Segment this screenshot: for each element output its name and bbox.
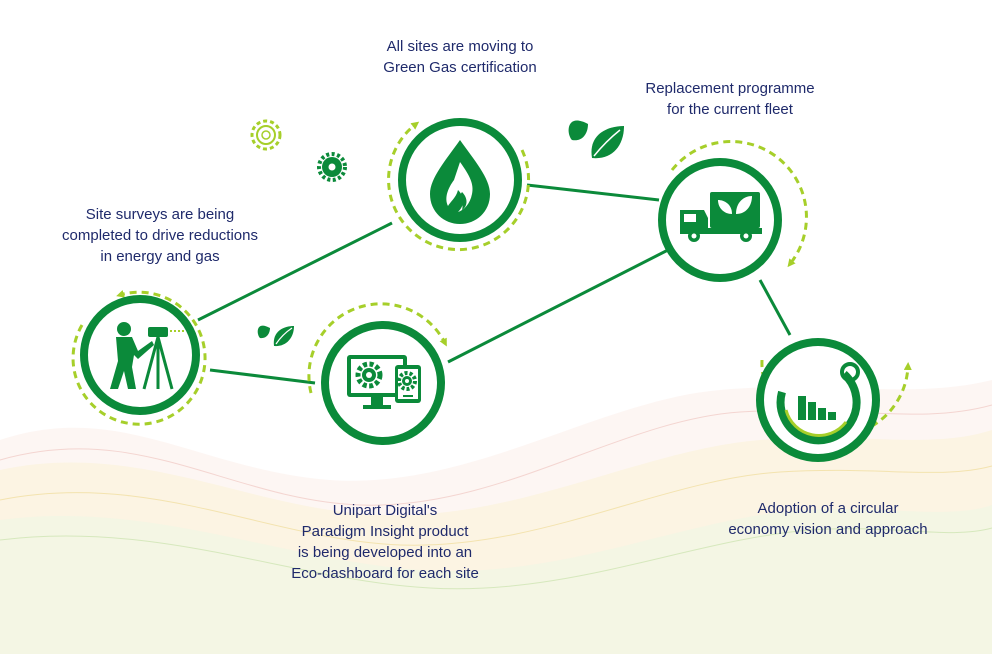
node-fleet: [658, 140, 808, 282]
caption-green-gas: All sites are moving to Green Gas certif…: [383, 38, 537, 76]
caption-fleet: Replacement programme for the current fl…: [645, 80, 815, 118]
gas-flame-drop-icon: [430, 140, 490, 224]
leaves-icon: [568, 120, 624, 159]
surveyor-icon: [110, 322, 186, 390]
node-site-surveys: [71, 290, 207, 426]
dashed-ring-arrow: [387, 121, 530, 252]
monitor-gears-icon: [347, 355, 421, 409]
circular-chart-icon: [776, 362, 861, 445]
eco-truck-icon: [680, 192, 762, 242]
connector-dashboard-fleet: [447, 248, 669, 364]
connector-fleet-circular: [758, 279, 792, 336]
leaves-small-icon: [257, 325, 294, 347]
connector-surveys-gas: [197, 221, 393, 322]
node-circular-economy: [756, 338, 912, 462]
caption-site-surveys: Site surveys are being completed to driv…: [62, 206, 258, 265]
caption-circular-economy: Adoption of a circular economy vision an…: [728, 500, 928, 538]
connector-gas-fleet: [526, 183, 660, 202]
connector-surveys-dashboard: [209, 368, 316, 385]
gear-outline-icon: [250, 119, 282, 151]
node-green-gas: [387, 118, 530, 252]
caption-eco-dashboard: Unipart Digital's Paradigm Insight produ…: [291, 502, 479, 582]
node-eco-dashboard: [307, 302, 447, 445]
dashed-ring-arrow: [71, 290, 207, 426]
gear-solid-icon: [317, 152, 347, 182]
dashed-ring-arrow: [307, 302, 447, 394]
connector-lines: [197, 183, 792, 385]
background-wave: [0, 380, 992, 654]
